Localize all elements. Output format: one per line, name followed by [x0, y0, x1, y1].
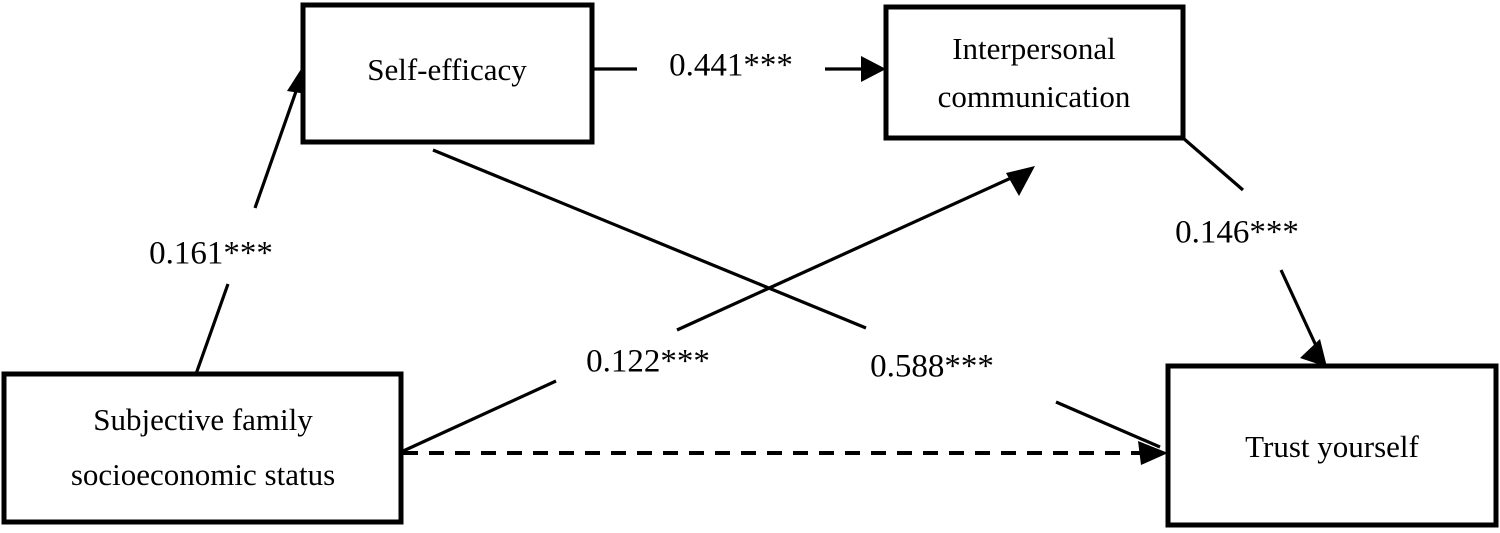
- node-label-ses-line2: socioeconomic status: [71, 457, 335, 492]
- coefficient-label-self-efficacy-to-interpersonal: 0.441***: [669, 48, 793, 84]
- node-label-interpersonal-line1: Interpersonal: [952, 31, 1116, 66]
- arrow-head-icon: [1300, 339, 1327, 367]
- path-self-efficacy-to-trust: [432, 148, 1161, 449]
- path-ses-to-interpersonal: [400, 166, 1035, 454]
- arrow-head-icon: [1006, 166, 1035, 196]
- path-self-efficacy-to-interpersonal: [592, 56, 886, 82]
- node-box-outline: [1165, 363, 1499, 528]
- arrow-head-icon: [1138, 441, 1168, 465]
- node-label-ses-line1: Subjective family: [93, 402, 313, 437]
- node-box-outline: [883, 4, 1186, 141]
- path-segment-lower: [1279, 269, 1320, 351]
- path-segment-lower: [400, 379, 557, 454]
- coefficient-label-ses-to-interpersonal: 0.122***: [586, 344, 710, 380]
- path-interpersonal-to-trust: [1181, 136, 1327, 367]
- node-label-interpersonal-line2: communication: [938, 79, 1131, 114]
- node-box-outline: [300, 2, 595, 145]
- path-segment-lower: [194, 283, 230, 375]
- path-segment-upper: [432, 148, 867, 330]
- path-segment-upper: [253, 79, 302, 209]
- path-segment-lower: [1055, 400, 1161, 449]
- path-segment-upper: [1181, 136, 1245, 192]
- coefficient-label-interpersonal-to-trust: 0.146***: [1175, 215, 1299, 251]
- node-self-efficacy[interactable]: Self-efficacy: [300, 2, 595, 145]
- node-interpersonal-communication[interactable]: Interpersonal communication: [883, 4, 1186, 141]
- node-label-self-efficacy: Self-efficacy: [367, 52, 527, 87]
- coefficient-label-ses-to-self-efficacy: 0.161***: [149, 236, 273, 272]
- coefficient-label-self-efficacy-to-trust: 0.588***: [870, 349, 994, 385]
- node-trust-yourself[interactable]: Trust yourself: [1165, 363, 1499, 528]
- node-subjective-family-ses[interactable]: Subjective family socioeconomic status: [1, 371, 404, 525]
- node-box-outline: [1, 371, 404, 525]
- path-segment-upper: [676, 171, 1023, 332]
- arrow-head-icon: [861, 56, 886, 82]
- node-label-trust-yourself: Trust yourself: [1245, 429, 1419, 464]
